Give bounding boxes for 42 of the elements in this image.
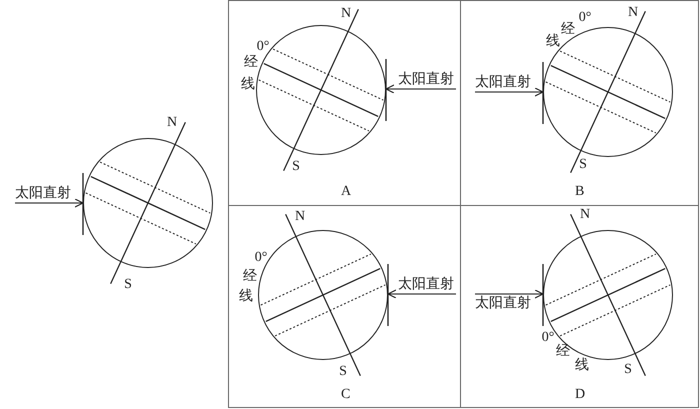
meridian-label: 线: [546, 34, 560, 50]
arrow: [387, 289, 456, 299]
meridian-label: 经: [244, 55, 258, 71]
panel: [228, 205, 461, 408]
globe-circle: [256, 25, 386, 155]
panel-letter: D: [575, 387, 586, 403]
arrow: [15, 198, 84, 208]
globe-label: N: [294, 209, 306, 225]
panel: [460, 0, 699, 206]
panel-letter: B: [575, 184, 584, 200]
globe-label: N: [340, 6, 352, 22]
globe-label: N: [628, 5, 638, 21]
sunlight-label: 太阳直射: [475, 75, 535, 91]
panel: [228, 0, 461, 206]
meridian-label: 经: [556, 344, 570, 360]
meridian-label: 0°: [578, 10, 592, 26]
meridian-label: 0°: [254, 250, 268, 266]
meridian-label: 线: [241, 77, 255, 93]
sunlight-label: 太阳直射: [475, 296, 535, 312]
globe-label: S: [124, 277, 132, 293]
globe-label: N: [580, 207, 590, 223]
meridian-label: 0°: [542, 330, 554, 346]
globe-label: S: [339, 364, 347, 380]
globe-label: S: [579, 157, 587, 173]
panel-letter: C: [341, 387, 350, 403]
panel: [460, 205, 699, 408]
meridian-label: 线: [575, 358, 589, 374]
arrow: [385, 84, 456, 94]
meridian-label: 0°: [256, 39, 270, 54]
globe-label: S: [624, 362, 632, 378]
globe-label: N: [166, 115, 178, 131]
sunlight-label: 太阳直射: [398, 72, 456, 88]
arrow: [475, 87, 544, 97]
globe-label: S: [292, 159, 300, 175]
globe-circle: [83, 138, 213, 268]
sunlight-label: 太阳直射: [398, 277, 456, 293]
meridian-label: 经: [561, 22, 575, 38]
meridian-label: 经: [243, 269, 257, 285]
sunlight-label: 太阳直射: [15, 186, 75, 202]
meridian-label: 线: [239, 289, 253, 305]
panel-letter: A: [341, 184, 352, 200]
arrow: [475, 289, 544, 299]
